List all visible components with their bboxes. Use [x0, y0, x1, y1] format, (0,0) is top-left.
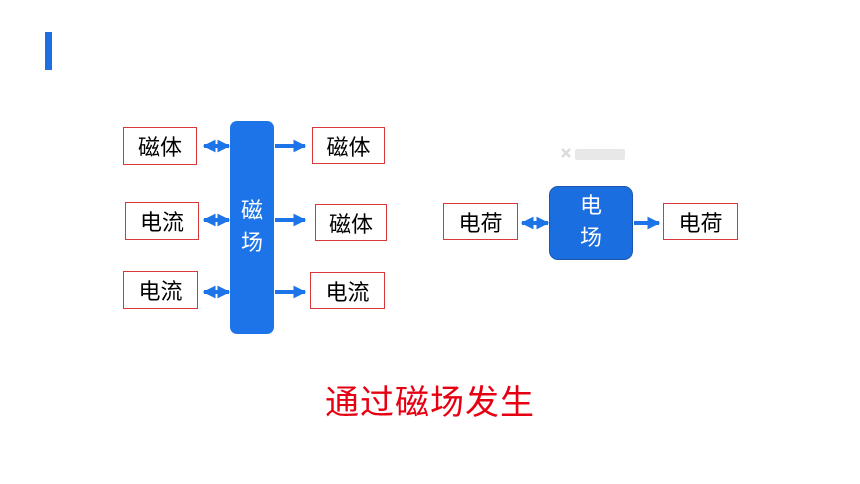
electric-field-block: 电 场 [549, 186, 633, 260]
field-char-1: 磁 [240, 198, 263, 224]
right-target-box-3: 电流 [310, 272, 385, 309]
efield-char-2: 场 [579, 226, 602, 251]
right-target-box-1: 磁体 [312, 127, 385, 164]
magnetic-field-block: 磁 场 [230, 121, 274, 334]
right-charge-box: 电荷 [663, 203, 738, 240]
field-char-2: 场 [240, 230, 263, 256]
left-charge-box: 电荷 [443, 203, 518, 240]
left-source-box-1: 磁体 [123, 127, 197, 165]
efield-char-1: 电 [579, 194, 602, 219]
left-source-box-3: 电流 [123, 271, 198, 309]
conclusion-text: 通过磁场发生 [325, 383, 535, 423]
left-source-box-2: 电流 [125, 202, 199, 240]
right-target-box-2: 磁体 [315, 204, 387, 241]
title-accent-bar [45, 32, 52, 70]
watermark-logo-icon [561, 148, 625, 160]
